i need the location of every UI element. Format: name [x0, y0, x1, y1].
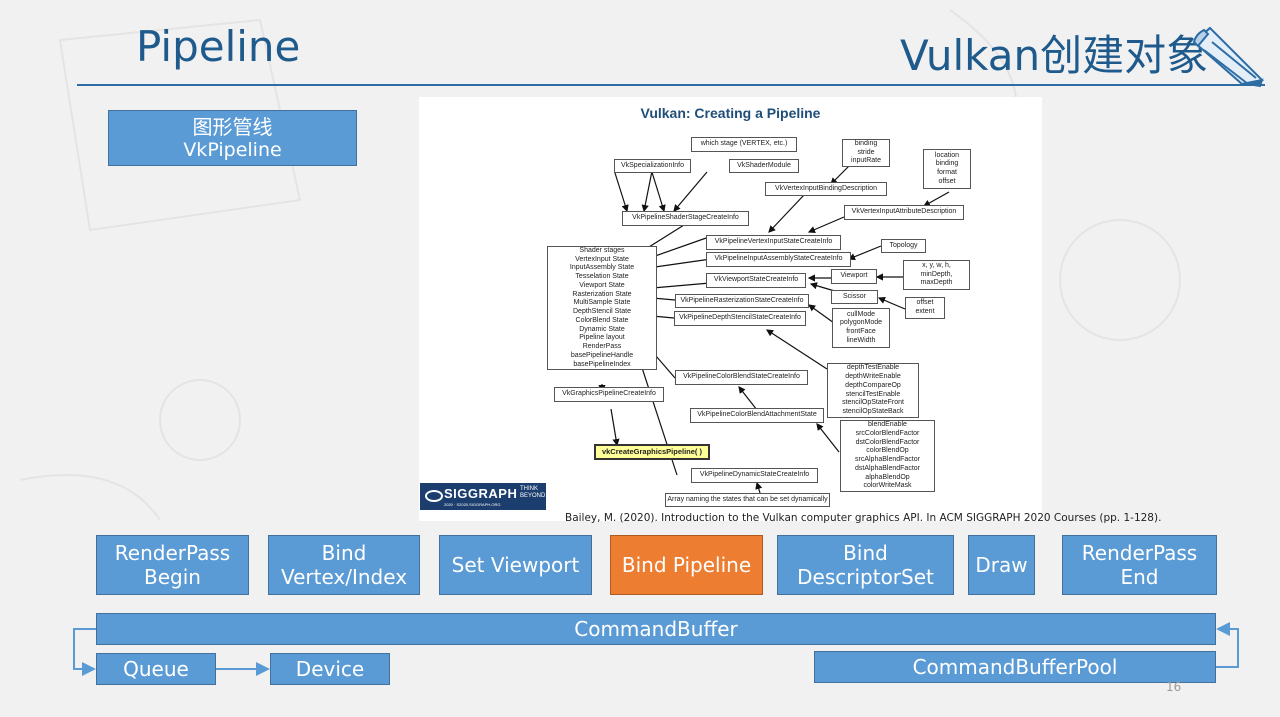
title-underline [77, 84, 1265, 86]
cmd-bind-pipeline-highlighted: Bind Pipeline [610, 535, 763, 595]
cmd-renderpass-begin: RenderPass Begin [96, 535, 249, 595]
slide-title: Pipeline [136, 22, 301, 71]
box-viewport-fields: x, y, w, h, minDepth, maxDepth [903, 260, 970, 290]
box-color-blend-ci: VkPipelineColorBlendStateCreateInfo [675, 370, 808, 385]
cmd-label-line1: Set Viewport [451, 553, 580, 577]
arrow-attrdesc [807, 216, 845, 233]
cmd-label-line2: End [1120, 565, 1159, 589]
arrow-blend-fields [816, 423, 840, 453]
arrow-spec-to-shaderstage [614, 172, 629, 213]
vkpipeline-box: 图形管线 VkPipeline [108, 110, 357, 166]
vkpipeline-cn-label: 图形管线 [192, 114, 273, 139]
box-graphics-pipeline-ci: VkGraphicsPipelineCreateInfo [554, 387, 664, 402]
pencil-icon [1192, 26, 1265, 88]
arrow-shadermodule-to-shaderstage [673, 171, 708, 212]
box-state-list: Shader stages VertexInput State InputAss… [547, 246, 657, 370]
box-dynamic-state-ci: VkPipelineDynamicStateCreateInfo [691, 468, 818, 483]
cmd-label-line1: Bind [321, 541, 367, 565]
box-scissor-fields: offset extent [905, 297, 945, 319]
box-vk-create-graphics-pipeline: vkCreateGraphicsPipeline( ) [594, 444, 710, 460]
cmd-label-line1: Draw [975, 553, 1028, 577]
box-which-stage: which stage (VERTEX, etc.) [691, 137, 797, 152]
box-depth-fields: depthTestEnable depthWriteEnable depthCo… [827, 363, 919, 418]
cmd-label-line2: DescriptorSet [797, 565, 934, 589]
box-dynamic-array: Array naming the states that can be set … [665, 493, 830, 507]
siggraph-logo-icon [425, 490, 443, 502]
cmd-label-line2: Begin [144, 565, 201, 589]
arrow-stage-to-shaderstage [641, 170, 653, 213]
box-blend-fields: blendEnable srcColorBlendFactor dstColor… [840, 420, 935, 492]
box-shader-module: VkShaderModule [729, 159, 799, 173]
siggraph-logo-name: SIGGRAPH [444, 486, 518, 501]
box-depth-stencil-ci: VkPipelineDepthStencilStateCreateInfo [674, 311, 806, 326]
cmd-label-line1: RenderPass [114, 541, 231, 565]
cmd-label-line1: Bind [843, 541, 888, 565]
vkpipeline-en-label: VkPipeline [183, 138, 282, 161]
box-scissor: Scissor [831, 290, 878, 304]
box-shader-stage-ci: VkPipelineShaderStageCreateInfo [622, 211, 749, 226]
slide-subtitle-right: Vulkan创建对象 [900, 31, 1209, 80]
box-specialization-info: VkSpecializationInfo [614, 159, 691, 173]
command-buffer-bar: CommandBuffer [96, 613, 1216, 645]
cmd-renderpass-end: RenderPass End [1062, 535, 1217, 595]
box-attr-fields: location binding format offset [923, 149, 971, 189]
arrow-scissor-fields [877, 297, 906, 310]
arrow-depth-fields [765, 329, 828, 370]
box-rasterization-ci: VkPipelineRasterizationStateCreateInfo [675, 294, 809, 308]
arrow-raster-fields [808, 304, 835, 324]
box-raster-fields: cullMode polygonMode frontFace lineWidth [832, 308, 890, 348]
box-viewport-state-ci: VkViewportStateCreateInfo [706, 273, 806, 288]
pipeline-diagram: Vulkan: Creating a Pipeline [419, 97, 1042, 521]
cmd-label-line1: RenderPass [1081, 541, 1198, 565]
box-binding-fields: binding stride inputRate [842, 139, 890, 167]
box-vertex-binding-desc: VkVertexInputBindingDescription [765, 182, 887, 196]
command-buffer-pool-label: CommandBufferPool [912, 655, 1118, 679]
diagram-title: Vulkan: Creating a Pipeline [640, 105, 821, 121]
cmd-label-line1: Bind Pipeline [621, 553, 752, 577]
box-viewport: Viewport [831, 269, 877, 284]
cmd-draw: Draw [968, 535, 1035, 595]
cmd-bind-vertex-index: Bind Vertex/Index [268, 535, 420, 595]
arrow-array-to-dynamic [755, 481, 763, 494]
box-vertex-attr-desc: VkVertexInputAttributeDescription [844, 205, 964, 220]
cmd-set-viewport: Set Viewport [439, 535, 592, 595]
queue-label: Queue [123, 657, 189, 681]
cmd-bind-descriptorset: Bind DescriptorSet [777, 535, 954, 595]
arrow-attach-to-colorblend [738, 386, 758, 411]
cmd-label-line2: Vertex/Index [280, 565, 408, 589]
box-color-blend-attachment: VkPipelineColorBlendAttachmentState [690, 408, 824, 423]
siggraph-logo-sub: 2020 · S2020.SIGGRAPH.ORG [444, 502, 501, 507]
arrow-bindingdesc [768, 194, 805, 233]
box-topology: Topology [881, 239, 926, 253]
queue-box: Queue [96, 653, 216, 685]
arrow-gpci-to-create [610, 408, 620, 447]
page-number: 16 [1166, 680, 1182, 694]
arrow-binding-fields [830, 165, 850, 185]
command-buffer-pool-box: CommandBufferPool [814, 651, 1216, 683]
command-buffer-label: CommandBuffer [574, 617, 738, 641]
citation: Bailey, M. (2020). Introduction to the V… [565, 512, 1162, 524]
device-label: Device [295, 657, 365, 681]
device-box: Device [270, 653, 390, 685]
arrow-attr-fields [922, 191, 950, 207]
arrow-topology [847, 245, 882, 261]
box-vertex-input-state-ci: VkPipelineVertexInputStateCreateInfo [706, 235, 841, 250]
box-input-assembly-ci: VkPipelineInputAssemblyStateCreateInfo [706, 252, 851, 267]
